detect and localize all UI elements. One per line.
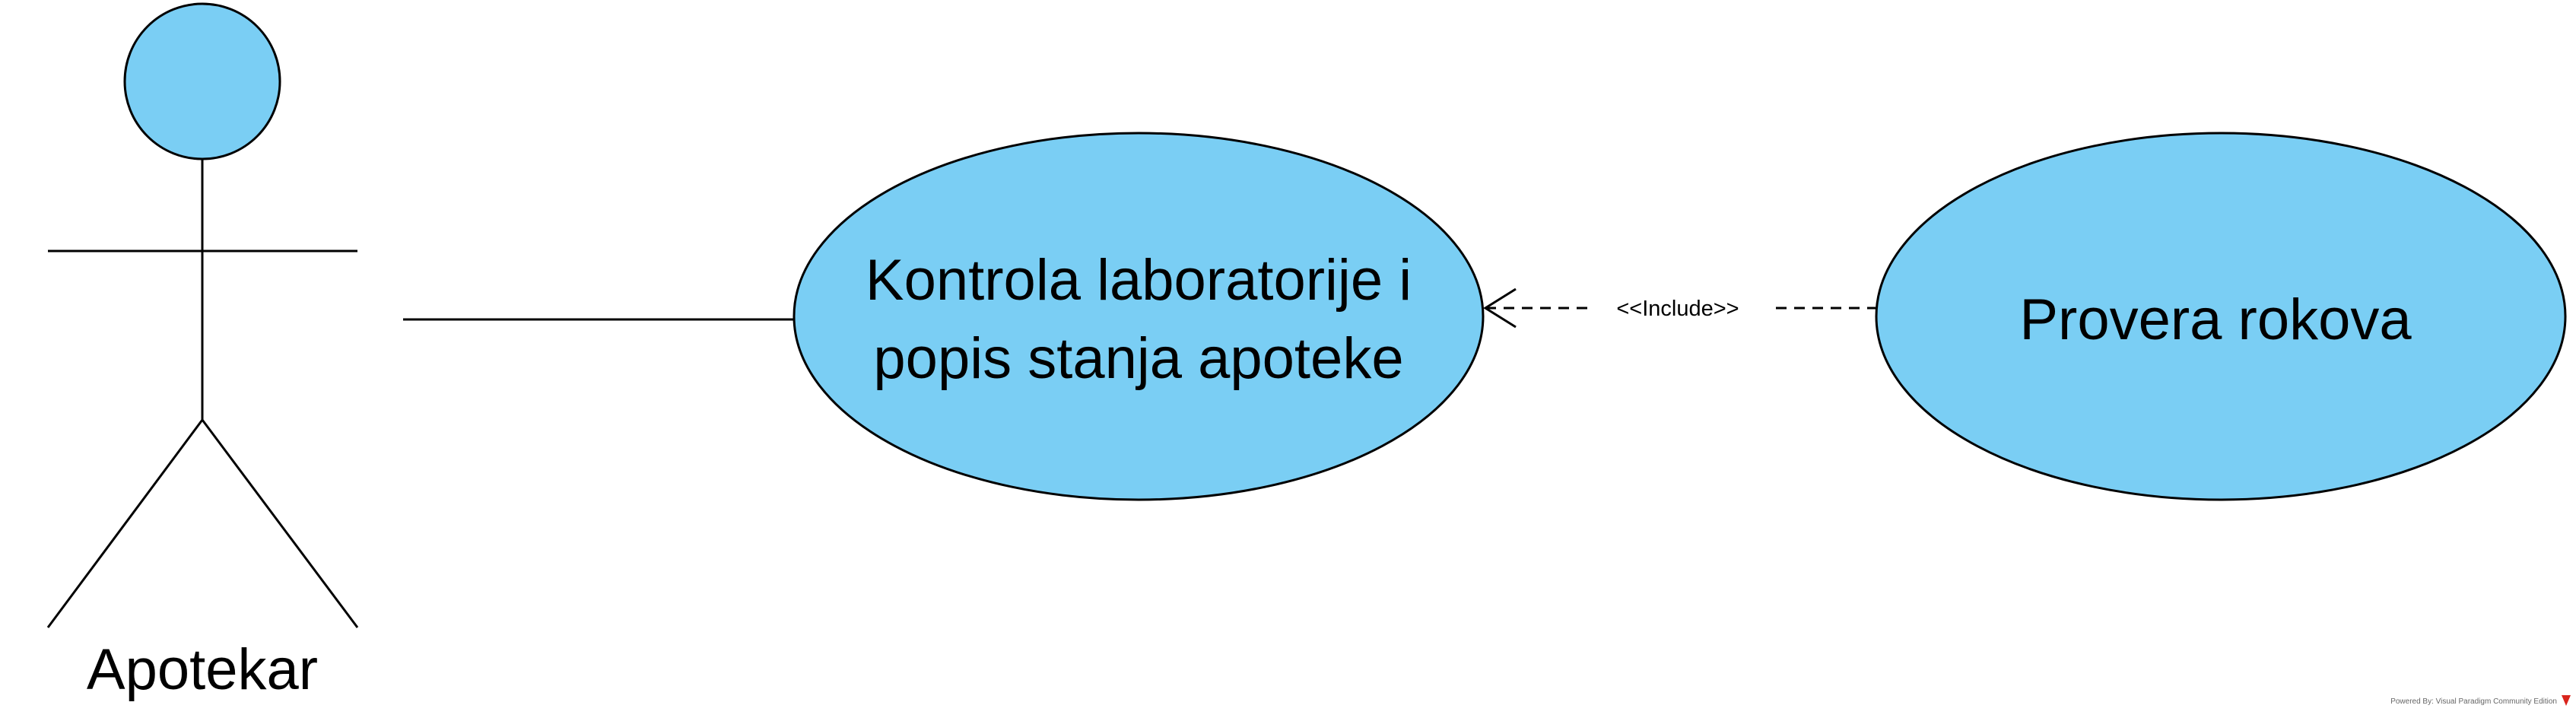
actor-apotekar[interactable]: Apotekar [46, 2, 359, 702]
use-case-kontrola[interactable]: Kontrola laboratorije i popis stanja apo… [792, 132, 1485, 501]
actor-left-leg [46, 419, 204, 628]
footer-watermark: Powered By: Visual Paradigm Community Ed… [2390, 695, 2571, 706]
actor-right-leg [201, 419, 359, 628]
use-case-kontrola-line-1: Kontrola laboratorije i [866, 248, 1412, 313]
include-stereotype-label: <<Include>> [1616, 297, 1739, 321]
footer-text: Powered By: Visual Paradigm Community Ed… [2390, 697, 2557, 706]
include-arrowhead [1483, 288, 1517, 329]
visual-paradigm-logo-icon [2562, 695, 2571, 706]
include-relationship[interactable]: <<Include>> [1483, 288, 1876, 329]
use-case-provera[interactable]: Provera rokova [1875, 132, 2567, 501]
actor-head [123, 2, 281, 160]
use-case-kontrola-line-2: popis stanja apoteke [873, 326, 1403, 391]
use-case-provera-label: Provera rokova [2019, 288, 2412, 352]
use-case-kontrola-ellipse [792, 132, 1485, 501]
actor-name: Apotekar [87, 637, 318, 702]
use-case-provera-ellipse [1875, 132, 2567, 501]
